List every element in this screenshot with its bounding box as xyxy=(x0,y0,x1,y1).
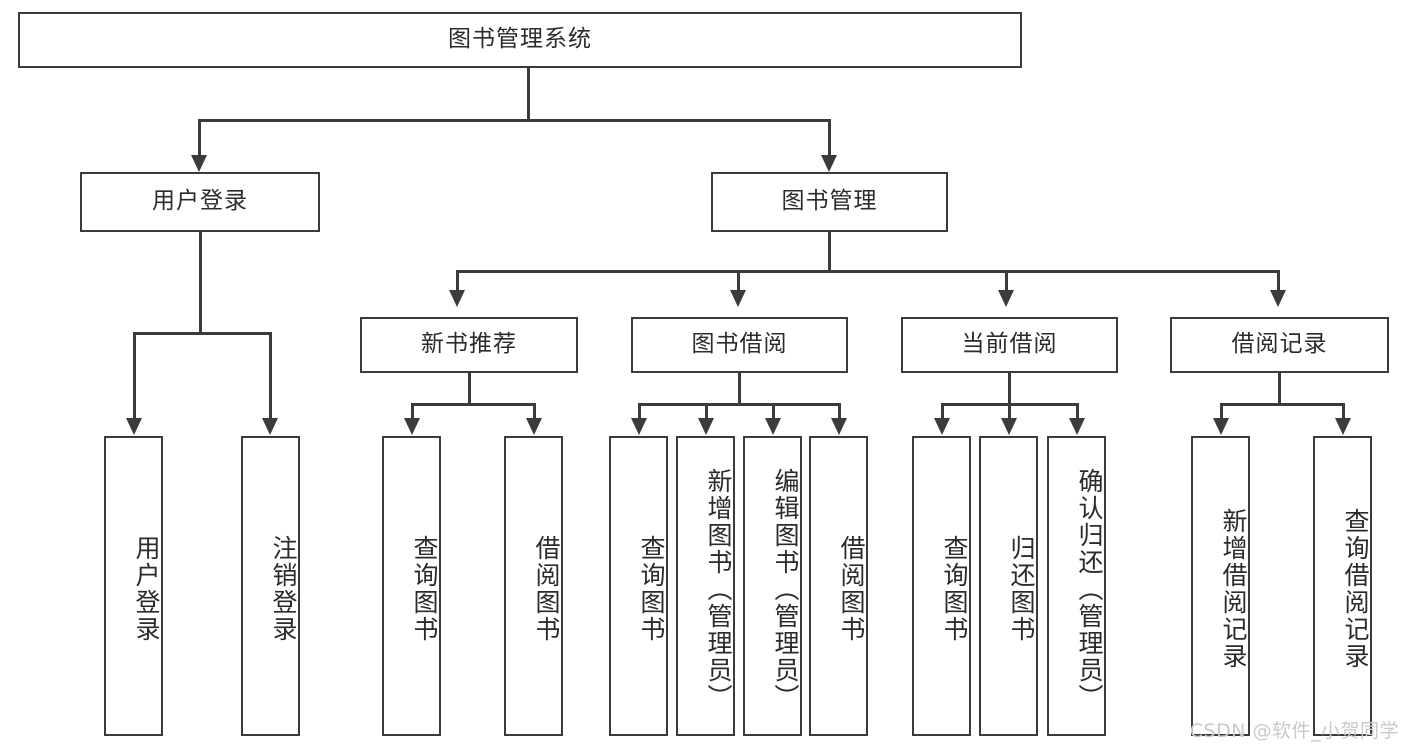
node-label: 归还图书 xyxy=(1007,535,1036,643)
arrowhead-to-book-borrow xyxy=(730,290,746,307)
connector-current-borrow-stem xyxy=(1008,373,1011,405)
arrowhead-to-new-book-recommend xyxy=(449,290,465,307)
arrowhead-leaf-add-book xyxy=(698,418,714,435)
connector-current-borrow-leg-3 xyxy=(1076,403,1079,419)
arrowhead-leaf-confirm-return xyxy=(1069,418,1085,435)
connector-borrow-record-stem xyxy=(1278,373,1281,405)
connector-user-login-leg-1 xyxy=(133,332,136,420)
connector-user-login-stem xyxy=(199,232,202,334)
leaf-add-borrow-record[interactable]: 新增借阅记录 xyxy=(1191,436,1250,736)
arrowhead-leaf-query-book-3 xyxy=(934,418,950,435)
leaf-edit-book[interactable]: 编辑图书（管理员） xyxy=(743,436,802,736)
node-label: 新增借阅记录 xyxy=(1219,508,1248,670)
node-current-borrow[interactable]: 当前借阅 xyxy=(901,317,1118,373)
node-borrow-record[interactable]: 借阅记录 xyxy=(1170,317,1389,373)
connector-book-management-stem xyxy=(828,232,831,272)
connector-root-leg-right xyxy=(828,119,831,157)
arrowhead-leaf-return-book xyxy=(1001,418,1017,435)
leaf-borrow-book-2[interactable]: 借阅图书 xyxy=(809,436,868,736)
connector-borrow-record-bar xyxy=(1220,403,1345,406)
leaf-confirm-return[interactable]: 确认归还（管理员） xyxy=(1047,436,1106,736)
arrowhead-to-user-login xyxy=(191,155,207,172)
node-label: 新增图书（管理员） xyxy=(704,467,733,711)
arrowhead-leaf-add-borrow-record xyxy=(1213,418,1229,435)
connector-new-book-recommend-leg-1 xyxy=(411,403,414,419)
connector-user-login-leg-2 xyxy=(269,332,272,420)
arrowhead-leaf-borrow-book-1 xyxy=(526,418,542,435)
connector-book-management-leg-3 xyxy=(1005,270,1008,292)
node-label: 确认归还（管理员） xyxy=(1075,467,1104,711)
node-new-book-recommend[interactable]: 新书推荐 xyxy=(360,317,578,373)
node-label: 借阅图书 xyxy=(837,535,866,643)
leaf-query-borrow-record[interactable]: 查询借阅记录 xyxy=(1313,436,1372,736)
node-label: 当前借阅 xyxy=(961,331,1058,358)
node-label: 借阅图书 xyxy=(532,535,561,643)
node-label: 借阅记录 xyxy=(1231,331,1328,358)
node-label: 查询借阅记录 xyxy=(1341,508,1370,670)
connector-new-book-recommend-bar xyxy=(411,403,536,406)
connector-new-book-recommend-leg-2 xyxy=(533,403,536,419)
node-label: 查询图书 xyxy=(637,535,666,643)
node-book-management[interactable]: 图书管理 xyxy=(711,172,948,232)
connector-borrow-record-leg-1 xyxy=(1220,403,1223,419)
connector-book-borrow-leg-2 xyxy=(705,403,708,419)
node-label: 新书推荐 xyxy=(421,331,517,358)
node-label: 编辑图书（管理员） xyxy=(771,467,800,711)
leaf-user-login[interactable]: 用户登录 xyxy=(104,436,163,736)
arrowhead-leaf-user-login xyxy=(126,418,142,435)
leaf-query-book-2[interactable]: 查询图书 xyxy=(609,436,668,736)
leaf-add-book[interactable]: 新增图书（管理员） xyxy=(676,436,735,736)
connector-root-stem xyxy=(527,68,530,121)
connector-root-leg-left xyxy=(198,119,201,157)
connector-book-borrow-bar xyxy=(638,403,841,406)
connector-borrow-record-leg-2 xyxy=(1342,403,1345,419)
arrowhead-leaf-query-book-2 xyxy=(631,418,647,435)
leaf-query-book-3[interactable]: 查询图书 xyxy=(912,436,971,736)
arrowhead-leaf-borrow-book-2 xyxy=(831,418,847,435)
node-root-book-management-system[interactable]: 图书管理系统 xyxy=(18,12,1022,68)
node-label: 注销登录 xyxy=(269,535,298,643)
connector-current-borrow-leg-2 xyxy=(1008,403,1011,419)
connector-root-bar xyxy=(198,119,831,122)
connector-user-login-bar xyxy=(133,332,272,335)
arrowhead-to-borrow-record xyxy=(1270,290,1286,307)
node-label: 查询图书 xyxy=(940,535,969,643)
node-label: 图书管理 xyxy=(781,188,878,215)
node-label: 图书借阅 xyxy=(691,331,788,358)
node-label: 图书管理系统 xyxy=(448,26,592,53)
connector-book-borrow-leg-4 xyxy=(838,403,841,419)
arrowhead-leaf-query-borrow-record xyxy=(1335,418,1351,435)
csdn-watermark: CSDN @软件_小贺同学 xyxy=(1189,720,1399,742)
leaf-return-book[interactable]: 归还图书 xyxy=(979,436,1038,736)
arrowhead-leaf-query-book-1 xyxy=(404,418,420,435)
connector-book-borrow-leg-3 xyxy=(772,403,775,419)
node-label: 查询图书 xyxy=(410,535,439,643)
connector-current-borrow-leg-1 xyxy=(941,403,944,419)
connector-book-management-leg-4 xyxy=(1277,270,1280,292)
connector-book-management-leg-2 xyxy=(737,270,740,292)
connector-new-book-recommend-stem xyxy=(468,373,471,405)
node-label: 用户登录 xyxy=(152,188,248,215)
leaf-borrow-book-1[interactable]: 借阅图书 xyxy=(504,436,563,736)
leaf-query-book-1[interactable]: 查询图书 xyxy=(382,436,441,736)
connector-book-management-leg-1 xyxy=(456,270,459,292)
arrowhead-leaf-logout-login xyxy=(262,418,278,435)
leaf-logout-login[interactable]: 注销登录 xyxy=(241,436,300,736)
connector-book-management-bar xyxy=(456,270,1280,273)
arrowhead-leaf-edit-book xyxy=(765,418,781,435)
connector-book-borrow-stem xyxy=(738,373,741,405)
node-book-borrow[interactable]: 图书借阅 xyxy=(631,317,848,373)
connector-book-borrow-leg-1 xyxy=(638,403,641,419)
arrowhead-to-book-management xyxy=(821,155,837,172)
node-user-login[interactable]: 用户登录 xyxy=(80,172,320,232)
arrowhead-to-current-borrow xyxy=(998,290,1014,307)
node-label: 用户登录 xyxy=(132,535,161,643)
